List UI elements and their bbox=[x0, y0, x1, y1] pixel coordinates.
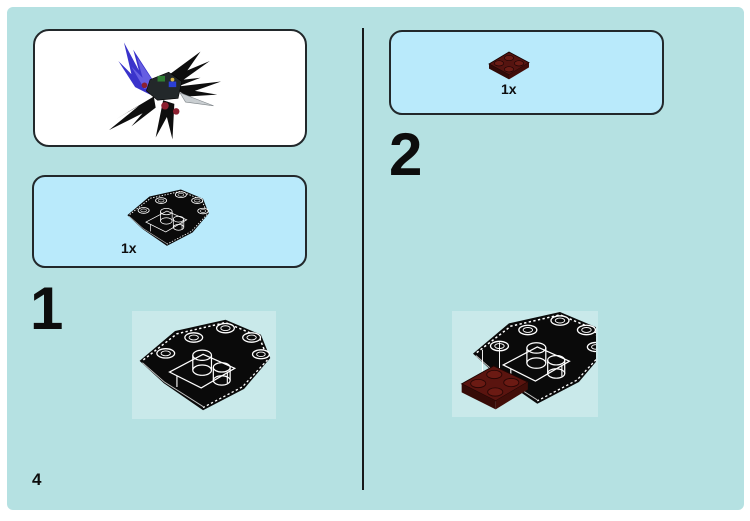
column-divider bbox=[362, 28, 364, 490]
part-quantity-label: 1x bbox=[121, 240, 137, 256]
black-inverted-wedge-assembly-image bbox=[138, 318, 272, 411]
page-number: 4 bbox=[32, 470, 42, 489]
step-number-2: 2 bbox=[389, 121, 422, 188]
parts-callout-step-2 bbox=[389, 30, 664, 115]
step-number-1: 1 bbox=[30, 275, 63, 342]
page-background: 1x 1 bbox=[7, 7, 744, 510]
dark-red-plate-2x2-icon bbox=[488, 51, 530, 80]
step-1-assembly-image bbox=[132, 311, 276, 419]
wedge-with-dark-red-plate-assembly-image bbox=[460, 312, 596, 410]
step-2-assembly-image bbox=[452, 311, 598, 417]
assembled-raven-model-image bbox=[109, 42, 221, 140]
model-preview-box bbox=[33, 29, 307, 147]
part-quantity-label: 1x bbox=[501, 81, 517, 97]
